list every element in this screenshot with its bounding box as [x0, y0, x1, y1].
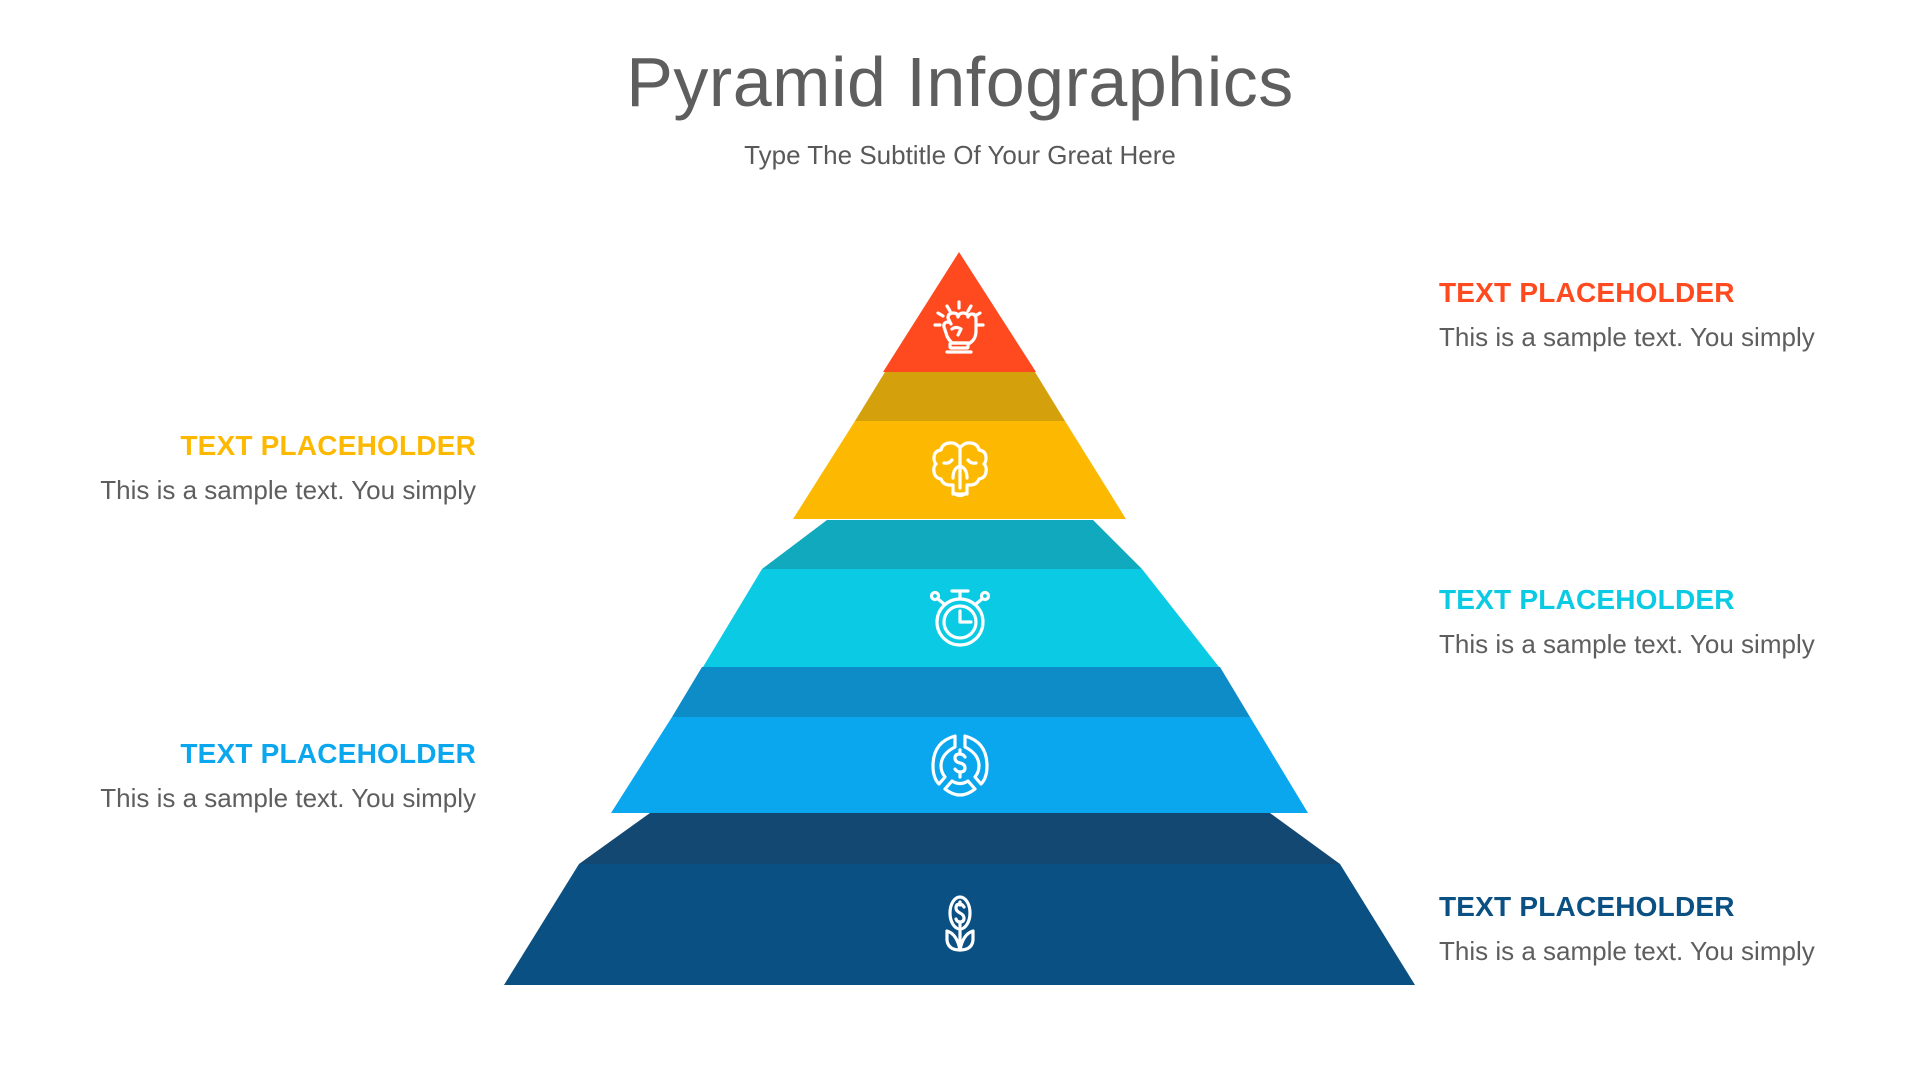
fist-power-icon: [933, 300, 985, 354]
block-body: This is a sample text. You simply: [1439, 936, 1815, 966]
pyramid-level-4[interactable]: [611, 667, 1308, 813]
money-plant-icon: [945, 895, 975, 952]
block-heading: TEXT PLACEHOLDER: [180, 430, 476, 461]
text-block-level-4: TEXT PLACEHOLDER This is a sample text. …: [56, 737, 476, 815]
page-subtitle: Type The Subtitle Of Your Great Here: [744, 140, 1176, 170]
pyramid-level-5[interactable]: [504, 813, 1415, 985]
page-title: Pyramid Infographics: [626, 43, 1294, 121]
dollar-cycle-icon: [931, 734, 989, 797]
text-block-level-3: TEXT PLACEHOLDER This is a sample text. …: [1439, 583, 1859, 661]
text-block-level-1: TEXT PLACEHOLDER This is a sample text. …: [1439, 276, 1859, 354]
block-heading: TEXT PLACEHOLDER: [1439, 891, 1735, 922]
block-body: This is a sample text. You simply: [1439, 322, 1815, 352]
brain-bulb-icon: [932, 441, 988, 498]
stopwatch-icon: [929, 589, 991, 647]
block-body: This is a sample text. You simply: [1439, 629, 1815, 659]
block-body: This is a sample text. You simply: [100, 475, 476, 505]
pyramid-level-1[interactable]: [883, 252, 1036, 372]
block-heading: TEXT PLACEHOLDER: [1439, 277, 1735, 308]
text-block-level-5: TEXT PLACEHOLDER This is a sample text. …: [1439, 890, 1859, 968]
block-heading: TEXT PLACEHOLDER: [180, 738, 476, 769]
block-heading: TEXT PLACEHOLDER: [1439, 584, 1735, 615]
block-body: This is a sample text. You simply: [100, 783, 476, 813]
text-block-level-2: TEXT PLACEHOLDER This is a sample text. …: [56, 429, 476, 507]
